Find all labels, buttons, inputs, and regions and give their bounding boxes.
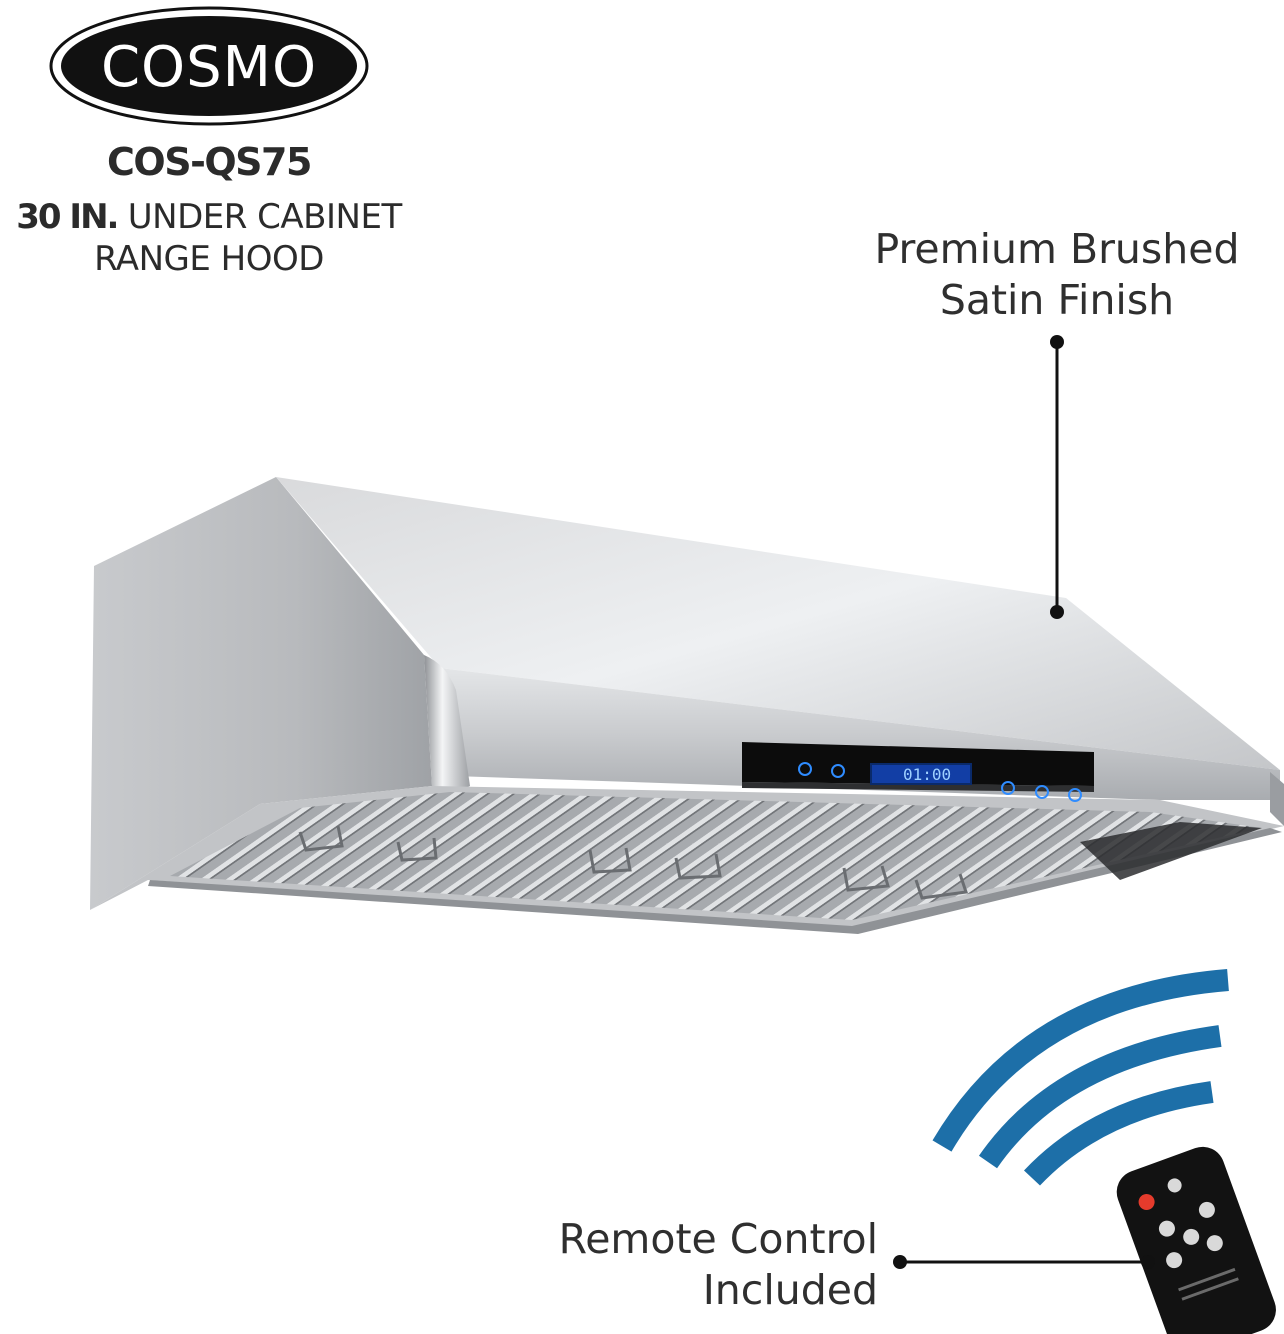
- remote-callout: Remote Control Included: [478, 1214, 878, 1316]
- hood-side-panel: [90, 477, 432, 910]
- finish-callout-line-1: Premium Brushed: [874, 225, 1240, 273]
- control-panel: [742, 742, 1094, 802]
- display-time: 01:00: [903, 765, 951, 784]
- model-number: COS-QS75: [107, 140, 312, 184]
- timer-icon: [1206, 1235, 1223, 1252]
- type-line-2: RANGE HOOD: [94, 239, 324, 279]
- hood-top-panel: [276, 477, 1280, 770]
- logo-text: COSMO: [101, 35, 317, 100]
- remote-callout-line-2: Included: [702, 1266, 878, 1314]
- size-label: 30 IN.: [16, 197, 119, 237]
- finish-leader-line: [1050, 335, 1064, 619]
- plus-icon: [1198, 1201, 1215, 1218]
- type-line-1: UNDER CABINET: [127, 197, 402, 237]
- wireless-signal-icon: [932, 969, 1229, 1186]
- finish-callout: Premium Brushed Satin Finish: [838, 224, 1276, 326]
- finish-callout-line-2: Satin Finish: [939, 276, 1175, 324]
- fan-icon: [1183, 1228, 1200, 1245]
- filter-handles: [298, 825, 968, 900]
- cosmo-logo: COSMO: [49, 6, 369, 126]
- remote-leader-line: [893, 1255, 1155, 1269]
- hood-front-corner: [424, 655, 470, 789]
- minus-icon: [1166, 1252, 1183, 1269]
- remote-callout-line-1: Remote Control: [558, 1215, 878, 1263]
- power-icon: [1138, 1193, 1155, 1210]
- remote-control: [1116, 1146, 1276, 1334]
- product-description: 30 IN. UNDER CABINET RANGE HOOD: [0, 196, 418, 280]
- light-icon: [1167, 1178, 1182, 1193]
